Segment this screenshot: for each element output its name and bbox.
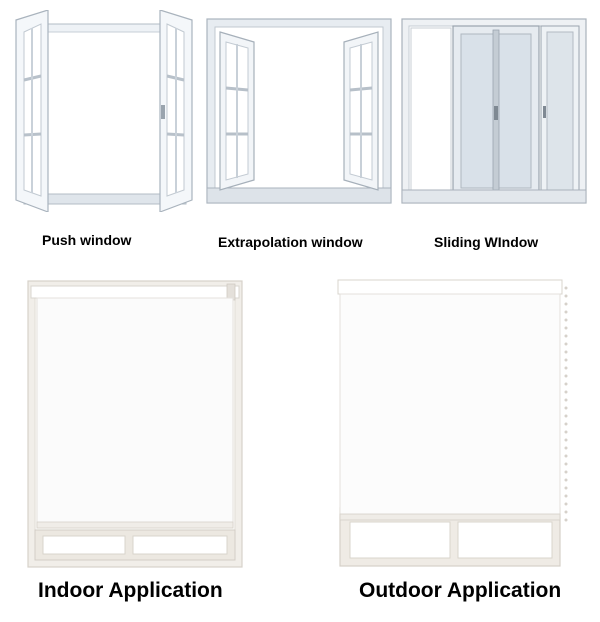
indoor-application-caption: Indoor Application (38, 579, 223, 602)
push-window-caption: Push window (42, 232, 132, 248)
extrapolation-window-image (206, 18, 392, 204)
indoor-blind-image (27, 280, 243, 568)
outdoor-blind-image (336, 278, 572, 570)
push-window-image (10, 10, 200, 212)
outdoor-application-caption: Outdoor Application (359, 579, 562, 602)
extrapolation-window-caption: Extrapolation window (218, 234, 363, 250)
sliding-window-caption: Sliding WIndow (434, 234, 539, 250)
sliding-window-image (401, 18, 587, 204)
